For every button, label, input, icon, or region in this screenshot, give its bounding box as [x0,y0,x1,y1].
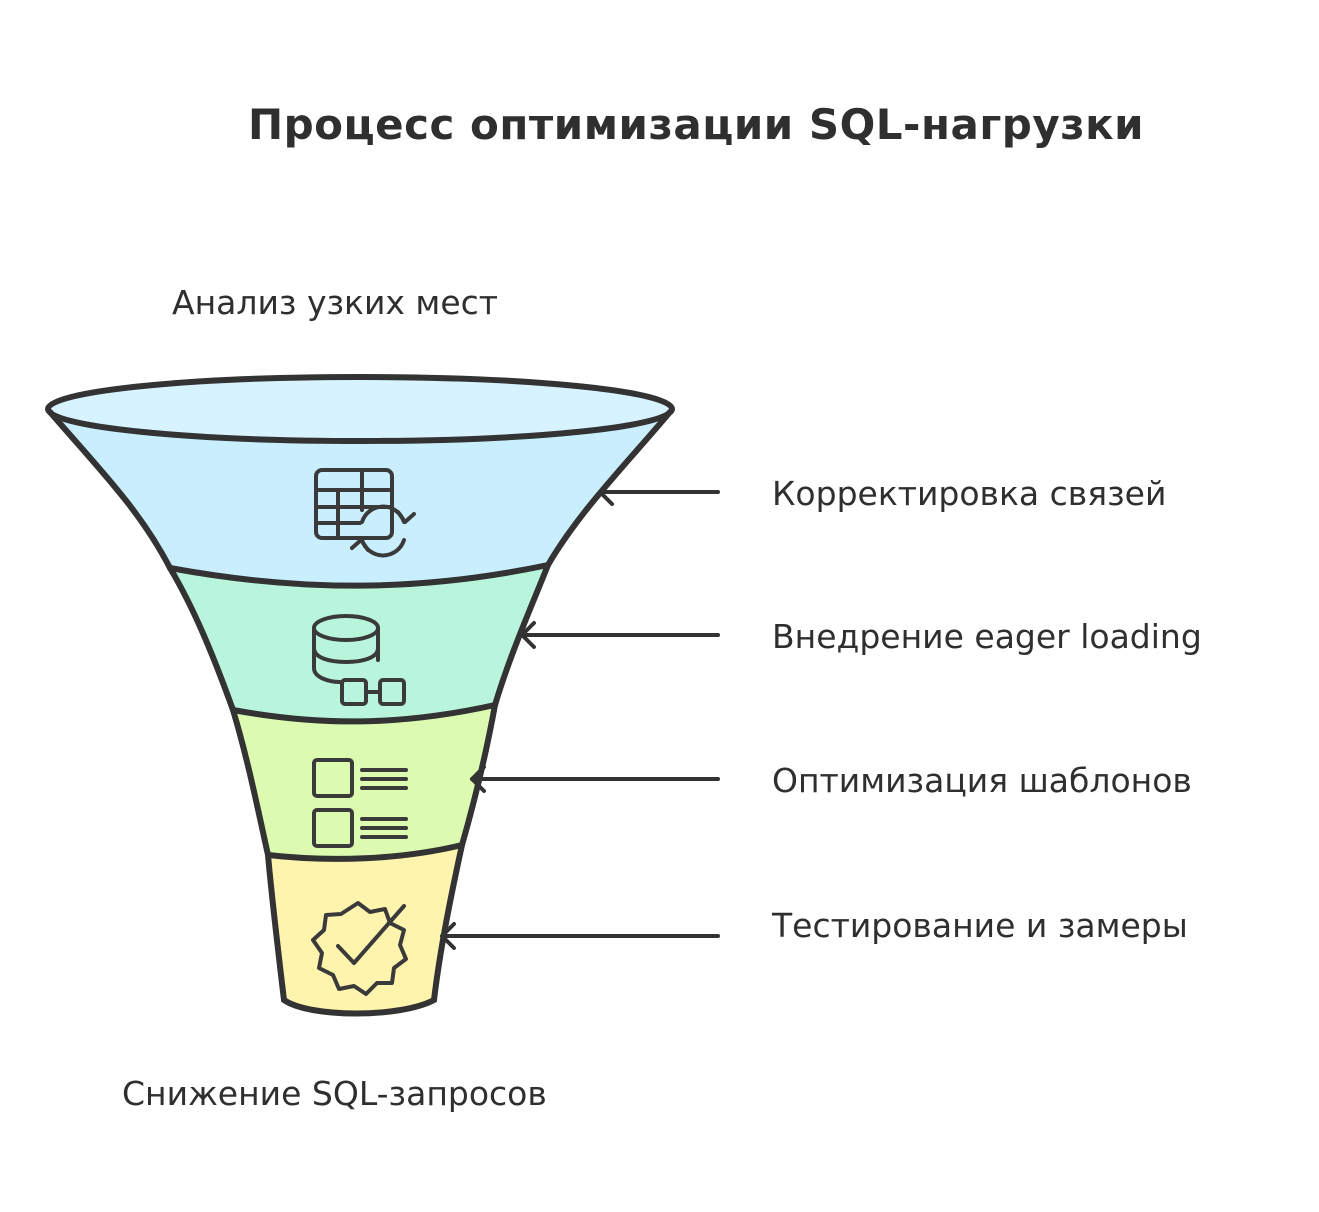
stage-label-3: Оптимизация шаблонов [772,761,1192,800]
stage-separator-2 [230,702,498,725]
arrow-stage-1 [598,478,720,506]
funnel-stage-4 [268,845,462,1014]
funnel-top-rim [45,374,675,444]
stage-separator-1 [167,562,551,589]
template-list-icon [312,758,408,848]
database-link-icon [312,614,406,706]
arrow-stage-3 [470,765,720,793]
funnel-stage-2 [170,565,548,721]
funnel-stage-3 [233,705,495,858]
stage-separator-3 [265,842,465,862]
funnel-outline [47,409,673,1017]
stage-label-2: Внедрение eager loading [772,617,1202,656]
stage-label-4: Тестирование и замеры [772,906,1188,945]
page-title: Процесс оптимизации SQL-нагрузки [247,100,1145,149]
funnel-bottom-label: Снижение SQL-запросов [122,1074,547,1113]
stage-label-1: Корректировка связей [772,474,1167,513]
funnel-top-label: Анализ узких мест [172,283,498,322]
arrow-stage-2 [520,621,720,649]
arrow-stage-4 [440,922,720,950]
badge-check-icon [311,901,408,996]
table-refresh-icon [314,468,416,558]
